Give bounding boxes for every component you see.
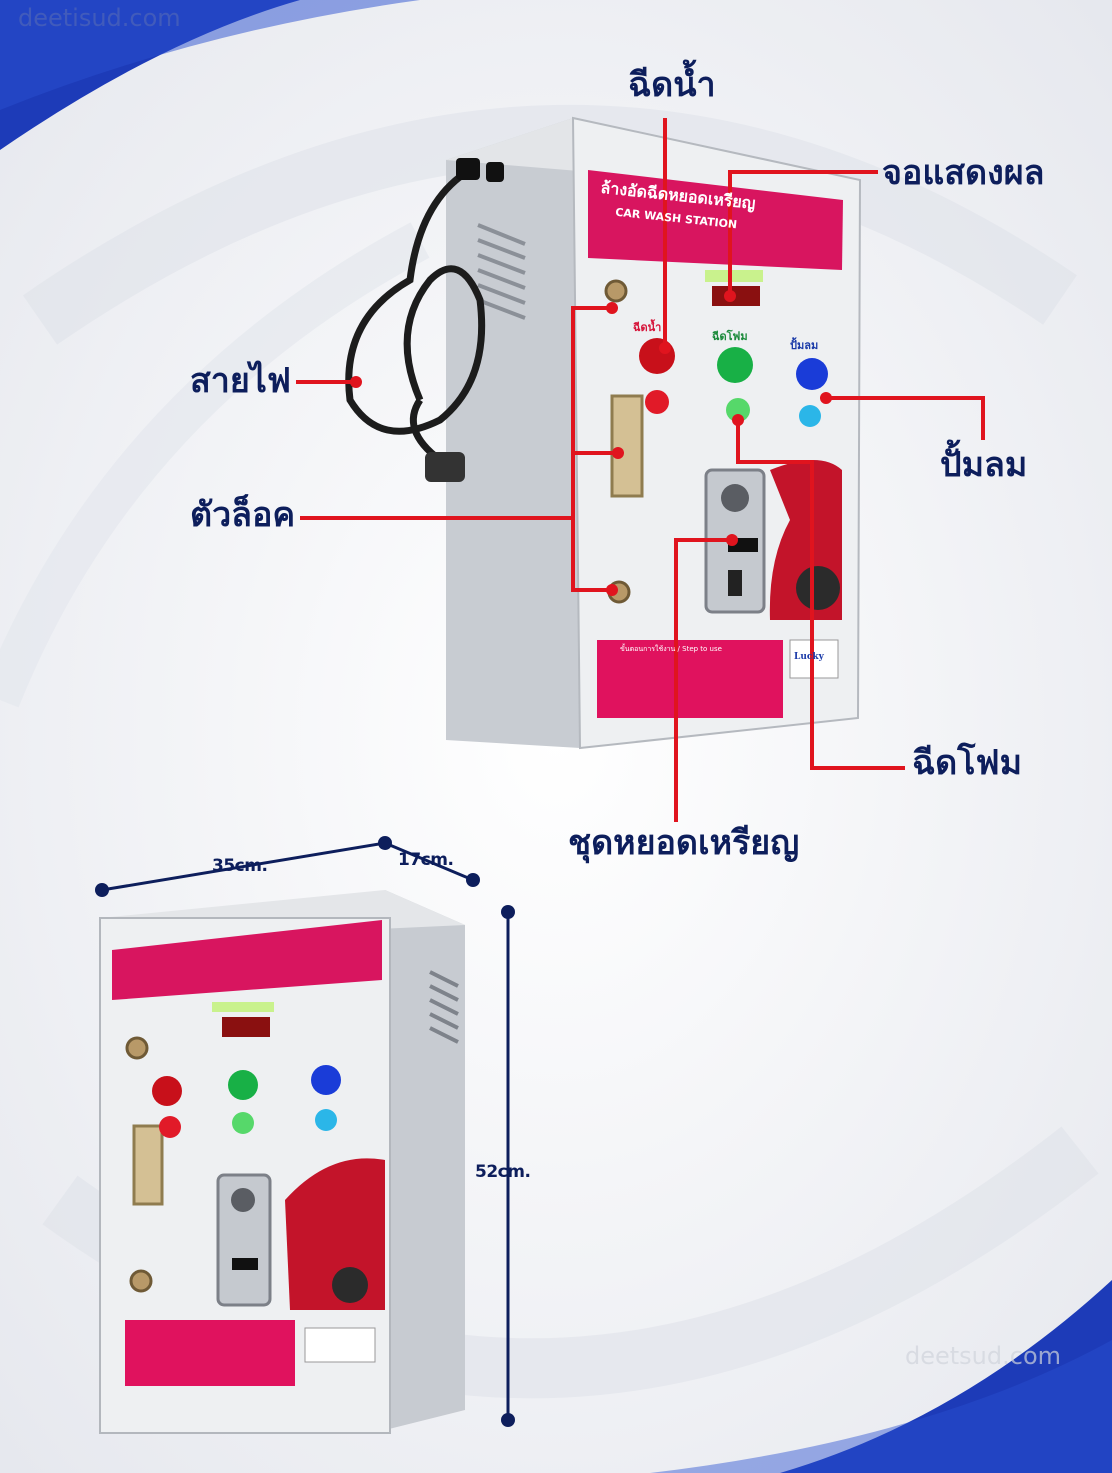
watermark-bottom-right: deetsud.com xyxy=(905,1342,1062,1370)
machine-brand-logo: Lucky xyxy=(794,652,824,662)
machine-label-foam: ฉีดโฟม xyxy=(712,330,748,343)
callout-power-cable: สายไฟ xyxy=(190,361,291,401)
callout-air-pump: ปั้มลม xyxy=(940,445,1028,485)
watermark-top-left: deetisud.com xyxy=(18,4,181,32)
callout-coin-unit: ชุดหยอดเหรียญ xyxy=(568,823,800,863)
callout-lock: ตัวล็อค xyxy=(190,495,296,535)
machine-label-water: ฉีดน้ำ xyxy=(633,321,662,334)
dimension-height: 52cm. xyxy=(475,1162,531,1182)
dimension-depth: 17cm. xyxy=(398,850,454,870)
dimension-width: 35cm. xyxy=(212,856,268,876)
callout-water-spray: ฉีดน้ำ xyxy=(628,65,716,105)
machine-steps-title: ขั้นตอนการใช้งาน / Step to use xyxy=(620,645,722,653)
machine-label-air: ปั้มลม xyxy=(790,339,819,352)
callout-display: จอแสดงผล xyxy=(882,153,1045,193)
callout-foam-spray: ฉีดโฟม xyxy=(912,743,1022,783)
